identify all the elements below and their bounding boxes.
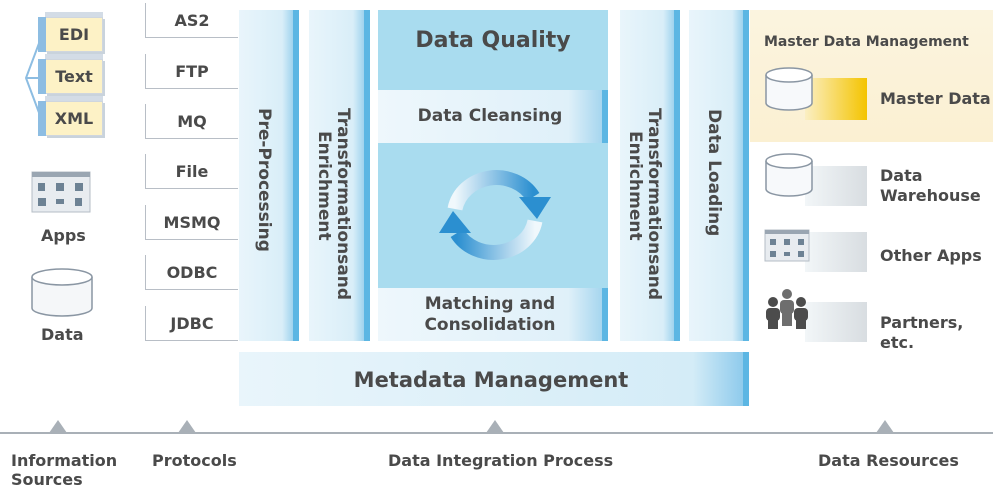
other-apps-icon <box>764 229 810 262</box>
partners-bar <box>805 302 867 342</box>
axis-marker <box>49 420 67 433</box>
master-data-label: Master Data <box>880 89 991 108</box>
information-line2: Sources <box>11 470 83 489</box>
axis-marker <box>876 420 894 433</box>
text-label: Text <box>55 67 93 86</box>
protocol-msmq: MSMQ <box>145 205 238 240</box>
data-cleansing-label: Data Cleansing <box>417 106 563 126</box>
matching-label: Matching and Consolidation <box>378 294 602 336</box>
protocol-label: FTP <box>175 61 209 81</box>
master-data-database-icon <box>765 67 813 111</box>
pre-processing-label: Pre-Processing <box>254 108 274 252</box>
column-edge <box>743 10 749 341</box>
transformations-line2: and Enrichment <box>625 130 664 301</box>
data-warehouse-label: Data Warehouse <box>880 166 981 206</box>
protocol-label: MQ <box>177 111 207 131</box>
matching-line2: Consolidation <box>424 315 556 335</box>
protocol-ftp: FTP <box>145 54 238 89</box>
data-database-icon <box>31 268 93 317</box>
column-edge <box>674 10 680 341</box>
transformations-left-label: Transformationsand Enrichment <box>314 108 353 300</box>
text-document: Text <box>38 54 103 94</box>
edi-document: EDI <box>38 12 103 52</box>
protocol-label: ODBC <box>166 262 218 282</box>
matching-line1: Matching and <box>424 294 556 314</box>
protocol-label: AS2 <box>174 10 210 30</box>
transformations-right-column <box>620 10 674 341</box>
information-line1: Information <box>11 451 118 470</box>
protocol-label: JDBC <box>170 313 214 333</box>
axis-marker <box>178 420 196 433</box>
xml-label: XML <box>54 109 94 128</box>
metadata-management-label: Metadata Management <box>353 368 629 392</box>
protocol-file: File <box>145 154 238 189</box>
protocols-footer-label: Protocols <box>152 451 237 470</box>
information-sources-label: Information Sources <box>11 451 117 489</box>
resources-footer-label: Data Resources <box>818 451 959 470</box>
data-loading-label: Data Loading <box>704 109 724 237</box>
data-label: Data <box>41 325 84 344</box>
master-data-bar <box>805 78 867 120</box>
edi-label: EDI <box>58 25 90 44</box>
cycle-arrows-icon <box>439 170 551 260</box>
warehouse-line2: Warehouse <box>880 186 981 205</box>
transformations-line1: Transformations <box>644 108 664 265</box>
process-footer-label: Data Integration Process <box>388 451 614 470</box>
protocol-mq: MQ <box>145 104 238 139</box>
protocol-odbc: ODBC <box>145 255 238 290</box>
warehouse-bar <box>805 166 867 206</box>
protocol-label: File <box>175 161 209 181</box>
protocol-jdbc: JDBC <box>145 306 238 341</box>
other-apps-bar <box>805 232 867 272</box>
axis-marker <box>486 420 504 433</box>
matching-box <box>378 288 602 341</box>
warehouse-line1: Data <box>880 166 923 185</box>
transformations-left-column <box>309 10 364 341</box>
mdm-title: Master Data Management <box>764 34 969 50</box>
partners-people-icon <box>766 289 808 329</box>
partners-label: Partners, etc. <box>880 313 964 352</box>
transformations-line2: and Enrichment <box>314 130 353 301</box>
xml-document: XML <box>38 96 103 136</box>
protocol-label: MSMQ <box>163 212 221 232</box>
data-loading-column <box>689 10 743 341</box>
transformations-line1: Transformations <box>333 108 353 265</box>
data-cleansing-box <box>378 90 602 143</box>
footer-axis-line <box>0 432 993 434</box>
column-edge <box>293 10 299 341</box>
metadata-management-bar <box>239 352 743 406</box>
apps-icon <box>31 171 91 213</box>
box-edge <box>602 288 608 341</box>
apps-label: Apps <box>41 226 86 245</box>
bar-edge <box>743 352 749 406</box>
transformations-right-label: Transformationsand Enrichment <box>625 108 664 300</box>
box-edge <box>602 90 608 143</box>
pre-processing-column <box>239 10 293 341</box>
protocol-as2: AS2 <box>145 3 238 38</box>
column-edge <box>364 10 370 341</box>
other-apps-label: Other Apps <box>880 246 982 265</box>
data-quality-title: Data Quality <box>415 28 571 53</box>
warehouse-database-icon <box>765 153 813 197</box>
